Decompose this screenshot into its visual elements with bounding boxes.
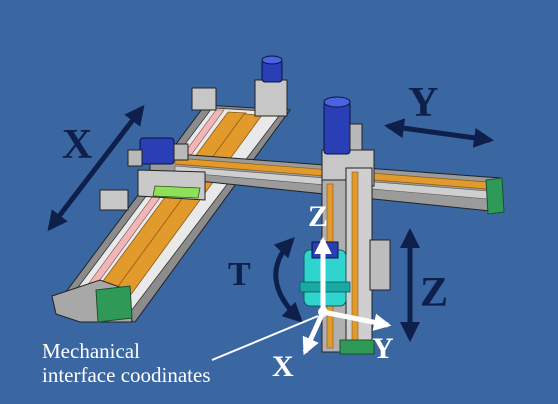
t-rotation-arrow xyxy=(273,237,303,323)
y-axis-label: Y xyxy=(408,80,439,126)
z-motor xyxy=(323,96,363,155)
x-axis-label: X xyxy=(62,122,93,168)
y-axis-arrow xyxy=(384,118,494,148)
z-axis-label: Z xyxy=(420,270,449,316)
caption-pointer xyxy=(211,315,319,361)
mechanical-interface-caption: Mechanical interface coodinates xyxy=(42,339,211,387)
tool-origin xyxy=(318,307,328,317)
tool-y-label: Y xyxy=(372,332,394,365)
tool-y-arrow xyxy=(322,309,392,331)
t-axis-label: T xyxy=(228,256,251,293)
tool-x-label: X xyxy=(272,350,294,383)
tool-z-label: Z xyxy=(308,200,329,233)
caption-line-2: interface coodinates xyxy=(42,363,211,387)
x-axis-arrow xyxy=(47,104,145,232)
tool-x-arrow xyxy=(302,310,326,356)
caption-line-1: Mechanical xyxy=(42,339,140,363)
x-rail-end-block xyxy=(51,279,133,323)
x-far-motor xyxy=(261,55,283,83)
x-carriage xyxy=(137,169,206,201)
